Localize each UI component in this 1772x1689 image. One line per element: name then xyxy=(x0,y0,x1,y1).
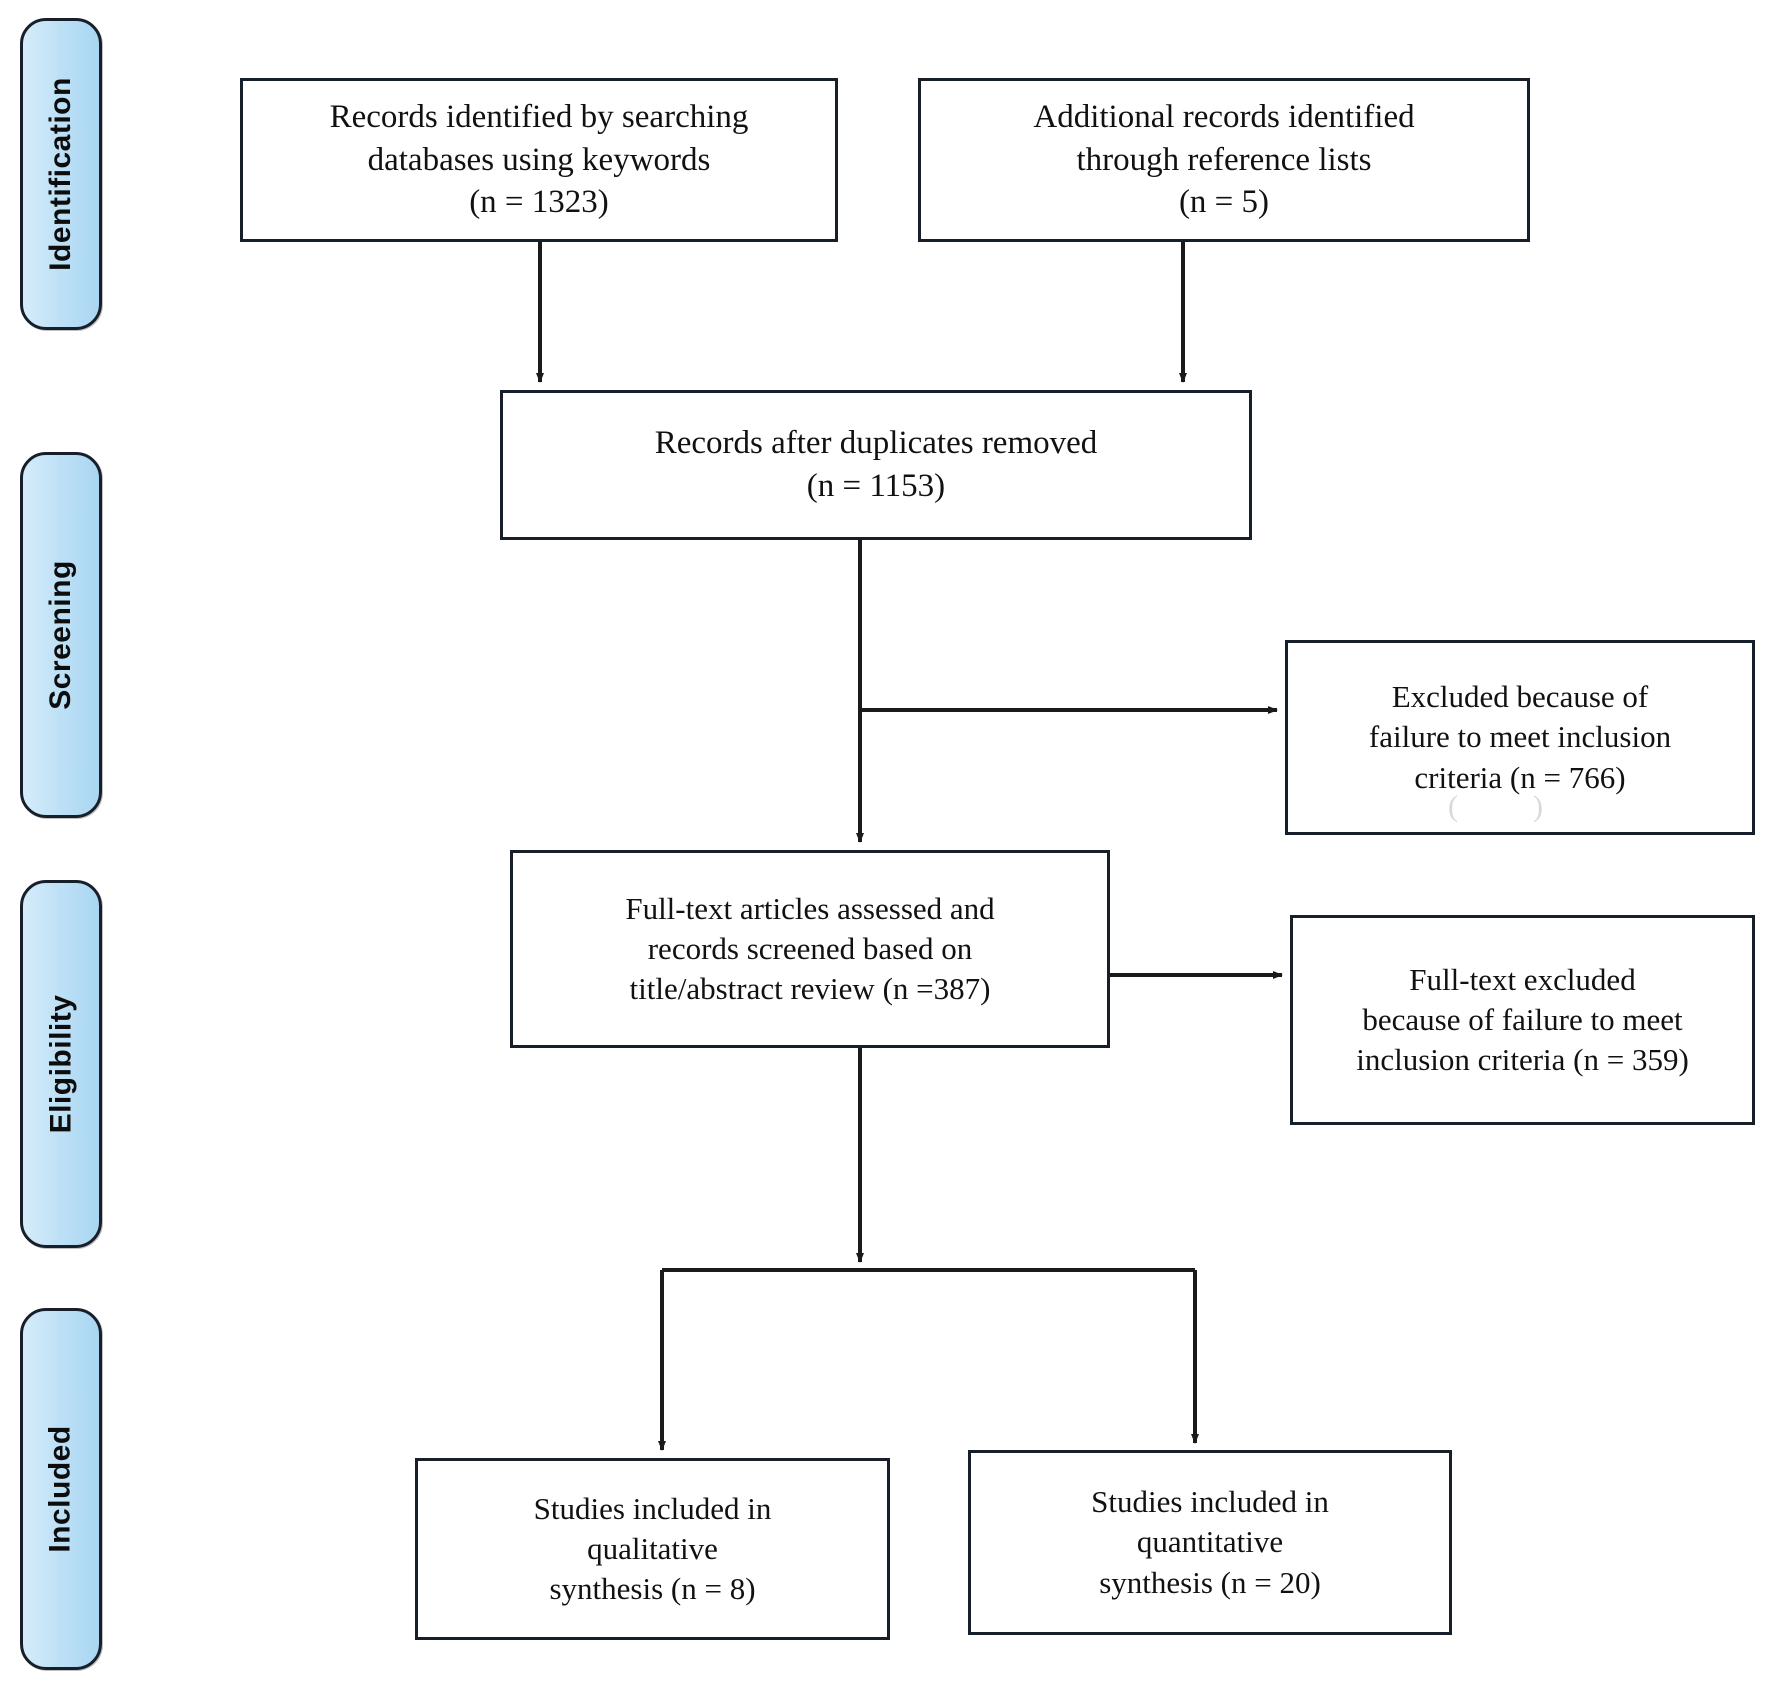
box-studies-qualitative-synthesis: Studies included in qualitative synthesi… xyxy=(415,1458,890,1640)
box-records-after-duplicates-removed-text: Records after duplicates removed (n = 11… xyxy=(654,425,1098,504)
box-fulltext-excluded: Full-text excluded because of failure to… xyxy=(1290,915,1755,1125)
stage-pill-eligibility: Eligibility xyxy=(20,880,102,1248)
stage-label-included: Included xyxy=(44,1425,77,1553)
box-records-identified-databases: Records identified by searching database… xyxy=(240,78,838,242)
stage-label-eligibility: Eligibility xyxy=(44,994,78,1134)
stage-label-identification: Identification xyxy=(44,77,78,271)
box-excluded-screening-text: Excluded because of failure to meet incl… xyxy=(1368,679,1672,795)
box-records-identified-databases-text: Records identified by searching database… xyxy=(329,98,749,221)
stage-pill-screening: Screening xyxy=(20,452,102,818)
box-studies-quantitative-synthesis: Studies included in quantitative synthes… xyxy=(968,1450,1452,1635)
box-records-after-duplicates-removed: Records after duplicates removed (n = 11… xyxy=(500,390,1252,540)
box-additional-records-references-text: Additional records identified through re… xyxy=(1033,98,1415,221)
scan-artifact-excluded-screening: ( ) xyxy=(1448,790,1543,823)
box-additional-records-references: Additional records identified through re… xyxy=(918,78,1530,242)
stage-pill-identification: Identification xyxy=(20,18,102,330)
box-studies-qualitative-synthesis-text: Studies included in qualitative synthesi… xyxy=(533,1490,772,1607)
box-studies-quantitative-synthesis-text: Studies included in quantitative synthes… xyxy=(1091,1484,1329,1600)
box-fulltext-assessed-text: Full-text articles assessed and records … xyxy=(625,890,995,1007)
box-fulltext-assessed: Full-text articles assessed and records … xyxy=(510,850,1110,1048)
stage-pill-included: Included xyxy=(20,1308,102,1670)
box-excluded-screening: Excluded because of failure to meet incl… xyxy=(1285,640,1755,835)
box-fulltext-excluded-text: Full-text excluded because of failure to… xyxy=(1356,961,1689,1078)
stage-label-screening: Screening xyxy=(44,560,77,710)
